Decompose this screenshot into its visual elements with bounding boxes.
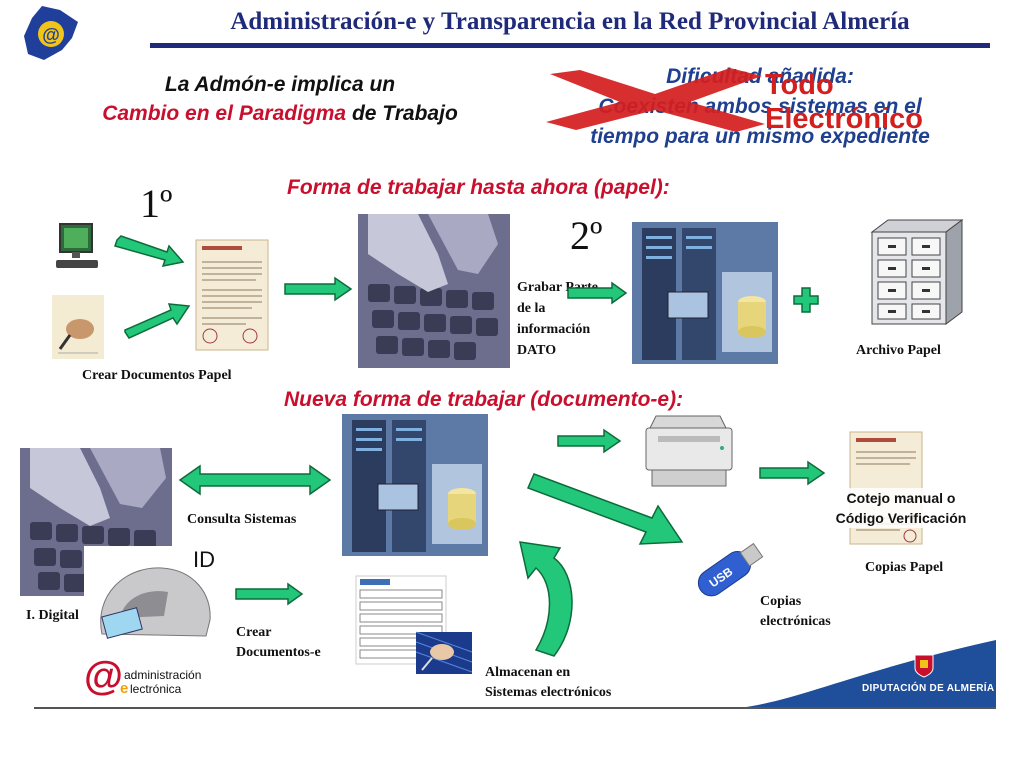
id-label: ID: [193, 547, 215, 572]
filing-cabinet-icon: [866, 218, 964, 326]
printer-icon: [642, 414, 736, 488]
arrow-server-to-usb-icon: [527, 473, 684, 550]
ecopies-line1: Copias: [760, 594, 802, 609]
plus-icon: [793, 287, 819, 313]
diputacion-org-label: DIPUTACIÓN DE ALMERÍA: [862, 683, 995, 694]
logo-at-icon: @: [42, 25, 60, 45]
arrow-doc-to-keyboard-icon: [284, 276, 353, 302]
footer-rule: [34, 707, 996, 709]
central-server-image: [342, 414, 488, 556]
consult-double-arrow-icon: [178, 464, 332, 496]
paper-flow-title: Forma de trabajar hasta ahora (papel):: [287, 176, 670, 199]
digital-signature-pen-icon: [415, 631, 473, 674]
title-underline: [150, 43, 990, 48]
difficulty-line3: tiempo para un mismo expediente: [590, 125, 930, 148]
paradigm-line2: Cambio en el Paradigma de Trabajo: [40, 99, 520, 128]
todo-electronico-stamp: Todo Electrónico: [765, 68, 923, 136]
record-line4: DATO: [517, 343, 557, 358]
admin-electronica-logo: @ administración e lectrónica: [84, 654, 224, 702]
step-2-label: 2º: [570, 213, 603, 258]
paradigm-line1: La Admón-e implica un: [164, 73, 396, 96]
cross-out-x-icon: [540, 68, 770, 132]
electronic-copies-caption: Copias electrónicas: [760, 592, 831, 632]
arrow-hand-to-doc-icon: [124, 300, 191, 340]
store-line1: Almacenan en: [485, 665, 571, 680]
verification-caption: Cotejo manual o Código Verificación: [812, 488, 990, 528]
stamp-line1: Todo: [765, 69, 834, 101]
brand-prefix: e: [120, 680, 129, 697]
typing-keyboard-image: [358, 214, 510, 368]
computer-icon: [52, 222, 102, 270]
usb-drive-icon: USB: [688, 530, 768, 610]
arrow-computer-to-doc-icon: [114, 235, 185, 272]
paper-copies-label: Copias Papel: [865, 560, 944, 575]
brand-line1: administración: [124, 668, 202, 682]
paradigm-black-part: de Trabajo: [346, 102, 458, 125]
record-line2: de la: [517, 301, 546, 316]
curved-arrow-to-server-icon: [510, 522, 584, 658]
paradigm-red-part: Cambio en el Paradigma: [102, 102, 347, 125]
handwriting-icon: [52, 295, 104, 359]
create-line1: Crear: [236, 625, 272, 640]
card-reader-image: [84, 546, 220, 644]
arrow-server-to-printer-icon: [557, 428, 622, 454]
ecopies-line2: electrónicas: [760, 614, 831, 629]
server-image: [632, 222, 778, 364]
digital-id-label: I. Digital: [26, 608, 79, 623]
brand-at-icon: @: [84, 654, 124, 698]
stamp-line2: Electrónico: [765, 103, 923, 135]
store-line2: Sistemas electrónicos: [485, 685, 612, 700]
paradigm-statement: La Admón-e implica un Cambio en el Parad…: [40, 70, 520, 128]
footer-background-band: [740, 640, 996, 708]
province-logo: @: [22, 4, 80, 62]
consult-systems-label: Consulta Sistemas: [187, 512, 297, 527]
verify-line2: Código Verificación: [835, 510, 967, 526]
page-title: Administración-e y Transparencia en la R…: [230, 8, 910, 35]
step-1-label: 1º: [140, 181, 173, 226]
create-edocs-caption: Crear Documentos-e: [236, 623, 321, 663]
arrow-printer-to-copy-icon: [759, 460, 826, 486]
arrow-id-to-forms-icon: [235, 582, 304, 606]
arrow-keyboard-to-server-icon: [567, 281, 628, 305]
paper-archive-label: Archivo Papel: [856, 343, 941, 358]
paper-document-icon: [195, 239, 269, 351]
verify-line1: Cotejo manual o: [846, 490, 956, 506]
electronic-flow-title: Nueva forma de trabajar (documento-e):: [284, 388, 684, 411]
create-line2: Documentos-e: [236, 645, 321, 660]
diputacion-crest-icon: [914, 654, 934, 678]
store-systems-caption: Almacenan en Sistemas electrónicos: [485, 663, 611, 703]
create-paper-docs-label: Crear Documentos Papel: [82, 368, 232, 383]
brand-line2: lectrónica: [130, 682, 182, 696]
record-line3: información: [517, 322, 591, 337]
